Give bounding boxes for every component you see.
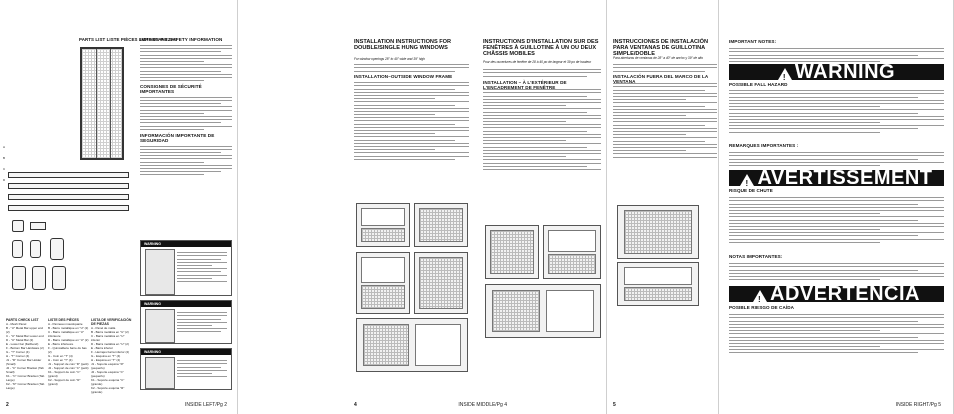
install-section-es: INSTALACIÓN FUERA DEL MARCO DE LA VENTAN… — [613, 74, 709, 84]
footer-inside-left: INSIDE LEFT/Pg 2 — [185, 402, 227, 408]
risque-heading: RISQUE DE CHUTE — [729, 188, 773, 193]
window-illustration-fr-3 — [485, 284, 601, 338]
warning-label-3: WARNING — [144, 350, 161, 354]
window-illustration-es-1 — [617, 205, 699, 259]
part-letter-a: A — [3, 145, 6, 149]
window-illustration-fr-1 — [485, 225, 539, 279]
safety-info-column: IMPORTANT SAFETY INFORMATION CONSIGNES D… — [140, 37, 232, 177]
part-letter-b: B — [3, 156, 6, 160]
advertencia-triangle-icon — [753, 289, 768, 308]
safety-heading-en: IMPORTANT SAFETY INFORMATION — [140, 37, 223, 42]
parts-check-list-en: PARTS CHECK LIST A - Mesh Panel B - "U" … — [6, 318, 45, 390]
parts-check-list-es: LISTA DE VERIFICACIÓN DE PIEZAS A - Pane… — [91, 318, 132, 394]
warning-title-es: ADVERTENCIA — [770, 283, 920, 305]
install-subheading-fr: Pour des ouvertures de fenêtre de 28 à 4… — [483, 60, 592, 64]
mesh-panel-illustration — [80, 47, 124, 160]
warning-banner-en: WARNING — [729, 61, 944, 86]
posible-riesgo-heading: POSIBLE RIESGO DE CAÍDA — [729, 305, 795, 310]
u-metal-bar-b — [8, 172, 129, 178]
bracket-k1 — [50, 238, 64, 260]
remarques-heading: REMARQUES IMPORTANTES : — [729, 143, 799, 148]
page-instructions-en: INSTALLATION INSTRUCTIONS FOR DOUBLE/SIN… — [238, 0, 507, 414]
warning-banner-es: ADVERTENCIA — [729, 283, 944, 308]
warning-box-2: WARNING — [140, 300, 232, 344]
page-inside-left: PARTS LIST LISTE PIÈCES LISTA DE PIEZAS … — [0, 0, 238, 414]
install-subheading-en: For window openings 28" to 40" wide and … — [354, 57, 425, 61]
warning-box-1: WARNING — [140, 240, 232, 296]
safety-heading-fr: CONSIGNES DE SÉCURITÉ IMPORTANTES — [140, 84, 202, 94]
window-illustration-1 — [356, 203, 410, 247]
parts-check-list-fr: LISTE DES PIÈCES A - Panneau moustiquair… — [48, 318, 89, 386]
install-subheading-es: Para aberturas de ventanas de 28" a 40" … — [613, 56, 704, 60]
important-notes-heading: IMPORTANT NOTES: — [729, 39, 777, 44]
install-section-fr: INSTALLATION – À L'EXTÉRIEUR DE L'ENCADR… — [483, 80, 567, 90]
parts-list-heading: PARTS LIST LISTE PIÈCES LISTA DE PIEZAS — [79, 37, 177, 42]
bracket-j1 — [12, 240, 23, 258]
warning-banner-fr: AVERTISSEMENT — [729, 167, 944, 192]
part-letter-c: C — [3, 167, 6, 171]
page-warnings: IMPORTANT NOTES: WARNING POSSIBLE FALL H… — [719, 0, 954, 414]
install-heading-en: INSTALLATION INSTRUCTIONS FOR DOUBLE/SIN… — [354, 39, 452, 51]
u-metal-bar-c — [8, 183, 129, 189]
corner-piece-g — [12, 220, 24, 232]
bracket-k2 — [12, 266, 26, 290]
bracket-k4 — [52, 266, 66, 290]
part-labels: A B C D — [3, 142, 5, 186]
bracket-j2 — [30, 240, 41, 258]
window-illustration-es-2 — [617, 262, 699, 306]
warning-label-2: WARNING — [144, 302, 161, 306]
install-heading-es: INSTRUCCIONES DE INSTALACIÓN PARA VENTAN… — [613, 39, 708, 57]
page-instructions-fr: INSTRUCTIONS D'INSTALLATION SUR DES FENÊ… — [477, 0, 607, 414]
safety-heading-es: INFORMACIÓN IMPORTANTE DE SEGURIDAD — [140, 132, 215, 143]
window-illustration-5 — [356, 318, 468, 372]
warning-box-3: WARNING — [140, 348, 232, 390]
warning-title-fr: AVERTISSEMENT — [757, 167, 933, 189]
page-number-2: 2 — [6, 402, 9, 408]
page-number-4: 4 — [354, 402, 357, 408]
warning-triangle-icon — [777, 67, 792, 86]
install-heading-fr: INSTRUCTIONS D'INSTALLATION SUR DES FENÊ… — [483, 39, 599, 57]
possible-fall-heading: POSSIBLE FALL HAZARD — [729, 82, 788, 87]
corner-piece-h — [30, 222, 46, 230]
window-illustration-3 — [356, 252, 410, 314]
parts-check-heading-es: LISTA DE VERIFICACIÓN DE PIEZAS — [91, 318, 132, 326]
bracket-k3 — [32, 266, 46, 290]
install-section-en: INSTALLATION–OUTSIDE WINDOW FRAME — [354, 74, 453, 79]
corner-pieces-illustration — [10, 218, 125, 298]
window-illustration-2 — [414, 203, 468, 247]
footer-inside-middle: INSIDE MIDDLE/Pg 4 — [458, 402, 507, 408]
window-illustration-4 — [414, 252, 468, 314]
page-instructions-es: INSTRUCCIONES DE INSTALACIÓN PARA VENTAN… — [607, 0, 719, 414]
parts-check-heading-en: PARTS CHECK LIST — [6, 318, 39, 322]
warning-title-en: WARNING — [794, 61, 896, 83]
footer-inside-right: INSIDE RIGHT/Pg 5 — [895, 402, 941, 408]
notas-heading: NOTAS IMPORTANTES: — [729, 254, 783, 259]
u-metal-bar-d — [8, 194, 129, 200]
avertissement-triangle-icon — [740, 173, 755, 192]
lower-bar-e — [8, 205, 129, 211]
part-letter-d: D — [3, 178, 6, 182]
window-illustration-fr-2 — [543, 225, 601, 279]
parts-check-heading-fr: LISTE DES PIÈCES — [48, 318, 79, 322]
page-number-5: 5 — [613, 402, 616, 408]
warning-label-1: WARNING — [144, 242, 161, 246]
